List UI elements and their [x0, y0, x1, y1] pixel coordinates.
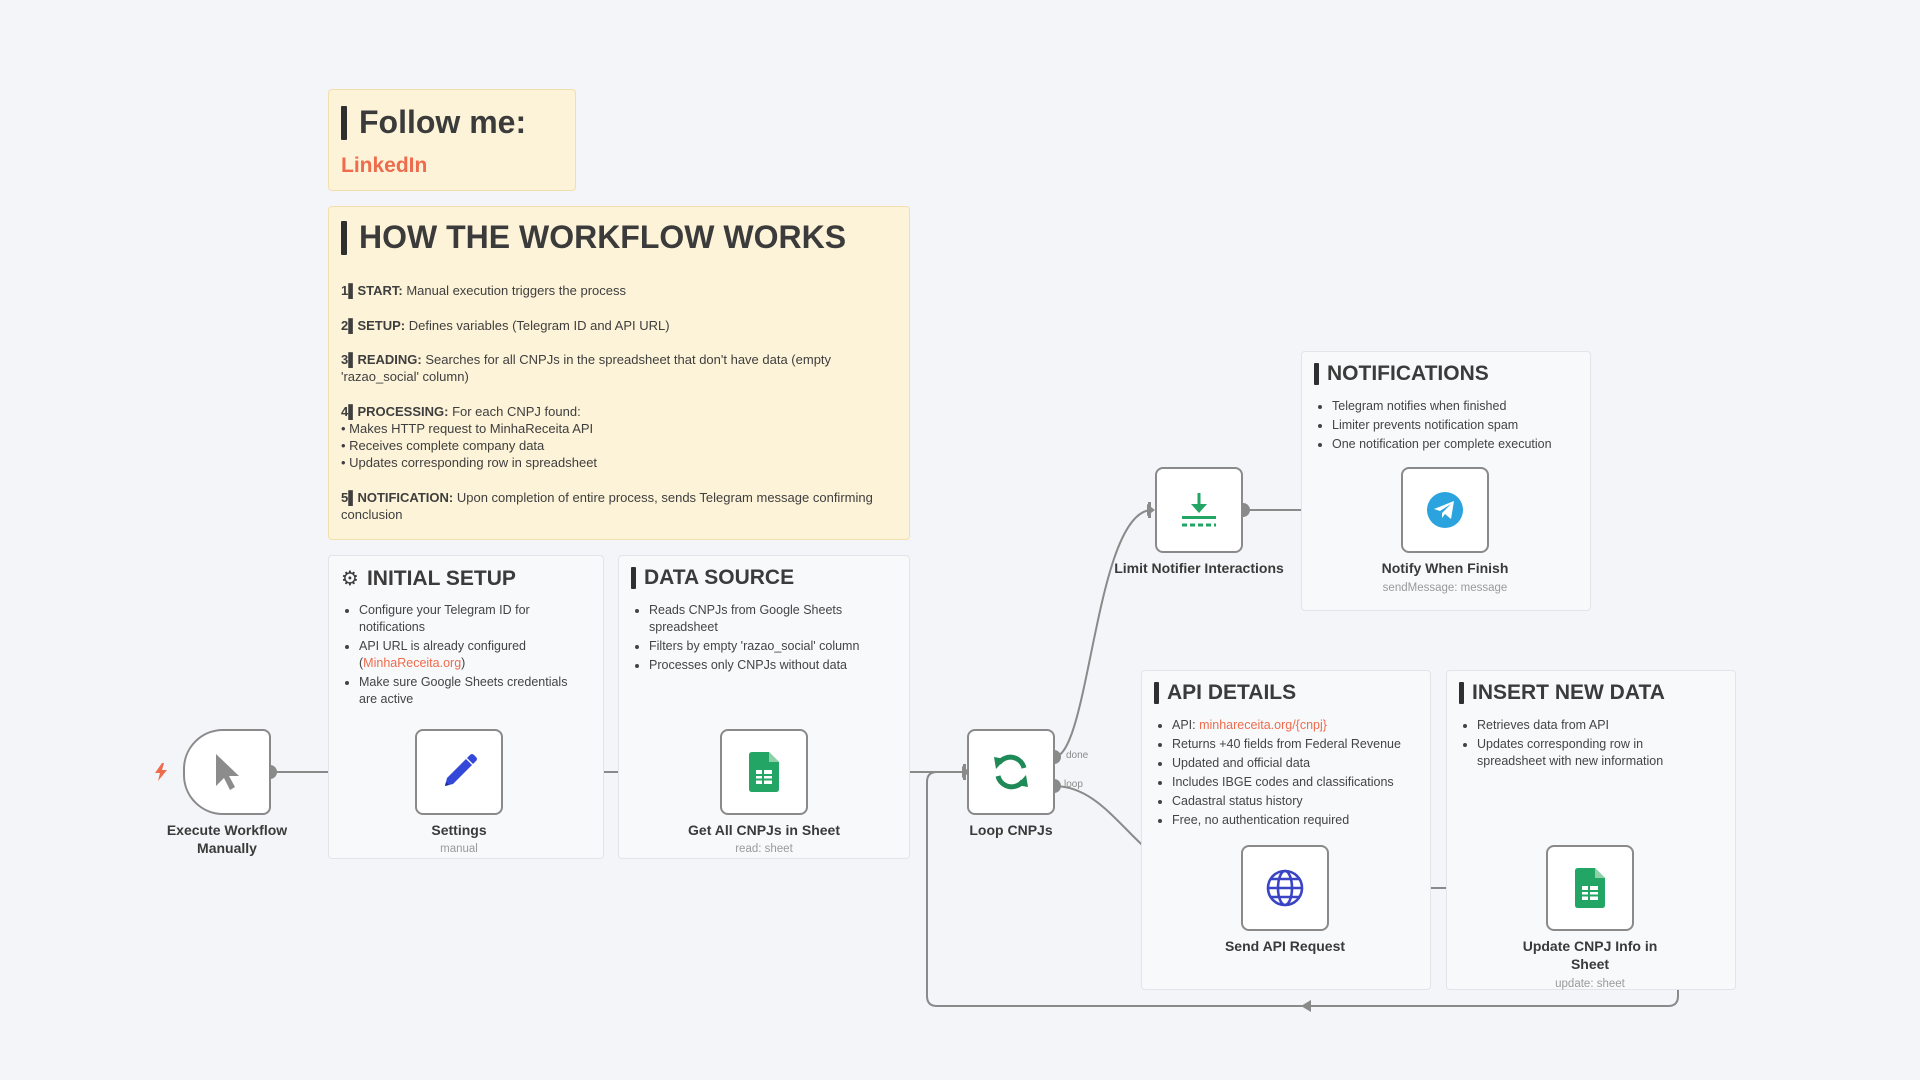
- send-api-request-label: Send API Request: [1224, 938, 1346, 954]
- step-4: 4▌PROCESSING: For each CNPJ found: • Mak…: [341, 404, 598, 470]
- refresh-icon: [994, 754, 1028, 790]
- follow-title: Follow me:: [341, 104, 526, 141]
- note-marker-icon: [631, 567, 636, 589]
- notifications-title: NOTIFICATIONS: [1314, 362, 1489, 386]
- insert-data-list: Retrieves data from API Updates correspo…: [1459, 717, 1707, 772]
- note-marker-icon: [1154, 682, 1159, 704]
- google-sheets-icon: [1575, 868, 1605, 908]
- list-item: Reads CNPJs from Google Sheets spreadshe…: [649, 602, 899, 636]
- list-item: Updates corresponding row in spreadsheet…: [1477, 736, 1707, 770]
- get-all-cnpjs-sublabel: read: sheet: [735, 843, 793, 855]
- notify-when-finish-node[interactable]: [1401, 467, 1489, 553]
- how-title: HOW THE WORKFLOW WORKS: [341, 219, 846, 256]
- list-item: Processes only CNPJs without data: [649, 657, 899, 674]
- loop-cnpjs-node[interactable]: [967, 729, 1055, 815]
- step-3: 3▌READING: Searches for all CNPJs in the…: [341, 352, 832, 384]
- gear-icon: ⚙: [341, 568, 359, 590]
- note-marker-icon: [341, 105, 347, 140]
- api-details-list: API: minhareceita.org/{cnpj} Returns +40…: [1154, 717, 1434, 831]
- list-item: Filters by empty 'razao_social' column: [649, 638, 899, 655]
- step-2: 2▌SETUP: Defines variables (Telegram ID …: [341, 318, 670, 333]
- limit-notifier-label: Limit Notifier Interactions: [1114, 560, 1284, 576]
- loop-cnpjs-label: Loop CNPJs: [969, 822, 1053, 838]
- globe-icon: [1266, 869, 1304, 907]
- note-marker-icon: [341, 220, 347, 255]
- list-item: Returns +40 fields from Federal Revenue: [1172, 736, 1434, 753]
- follow-me-note: Follow me: LinkedIn: [328, 89, 576, 191]
- download-limit-icon: [1182, 493, 1216, 527]
- loop-loop-port-label: loop: [1064, 779, 1083, 790]
- api-details-title: API DETAILS: [1154, 681, 1296, 705]
- edge-loop-limit: [1053, 509, 1153, 758]
- list-item: Telegram notifies when finished: [1332, 398, 1592, 415]
- get-all-cnpjs-label: Get All CNPJs in Sheet: [688, 822, 840, 838]
- initial-setup-note: ⚙INITIAL SETUP Configure your Telegram I…: [328, 555, 604, 859]
- get-all-cnpjs-node[interactable]: [720, 729, 808, 815]
- step-5: 5▌NOTIFICATION: Upon completion of entir…: [341, 490, 873, 522]
- step-1: 1▌START: Manual execution triggers the p…: [341, 283, 626, 298]
- note-marker-icon: [1314, 363, 1319, 385]
- execute-workflow-label: Execute Workflow Manually: [166, 822, 288, 856]
- settings-node[interactable]: [415, 729, 503, 815]
- how-workflow-works-note: HOW THE WORKFLOW WORKS 1▌START: Manual e…: [328, 206, 910, 540]
- list-item: Limiter prevents notification spam: [1332, 417, 1592, 434]
- list-item: One notification per complete execution: [1332, 436, 1592, 453]
- settings-label: Settings: [431, 822, 487, 838]
- update-cnpj-node[interactable]: [1546, 845, 1634, 931]
- send-api-request-node[interactable]: [1241, 845, 1329, 931]
- list-item: Cadastral status history: [1172, 793, 1434, 810]
- settings-sublabel: manual: [440, 843, 478, 855]
- note-marker-icon: [1459, 682, 1464, 704]
- insert-data-title: INSERT NEW DATA: [1459, 681, 1665, 705]
- api-details-note: API DETAILS API: minhareceita.org/{cnpj}…: [1141, 670, 1431, 990]
- initial-setup-title: ⚙INITIAL SETUP: [341, 566, 516, 591]
- initial-setup-list: Configure your Telegram ID for notificat…: [341, 602, 587, 710]
- google-sheets-icon: [749, 752, 779, 792]
- cursor-icon: [216, 754, 239, 790]
- update-cnpj-label: Update CNPJ Info in Sheet: [1522, 938, 1658, 972]
- list-item: API URL is already configured (MinhaRece…: [359, 638, 587, 672]
- data-source-title: DATA SOURCE: [631, 566, 794, 590]
- pencil-icon: [445, 754, 477, 786]
- trigger-bolt-icon: [155, 763, 167, 781]
- list-item: Configure your Telegram ID for notificat…: [359, 602, 587, 636]
- notify-when-finish-sublabel: sendMessage: message: [1382, 582, 1508, 594]
- list-item: API: minhareceita.org/{cnpj}: [1172, 717, 1434, 734]
- telegram-icon: [1427, 492, 1463, 528]
- minhareceita-link[interactable]: MinhaReceita.org: [363, 656, 462, 670]
- linkedin-link[interactable]: LinkedIn: [341, 154, 428, 177]
- data-source-list: Reads CNPJs from Google Sheets spreadshe…: [631, 602, 899, 676]
- list-item: Free, no authentication required: [1172, 812, 1434, 829]
- execute-workflow-node[interactable]: [183, 729, 271, 815]
- limit-notifier-node[interactable]: [1155, 467, 1243, 553]
- list-item: Make sure Google Sheets credentials are …: [359, 674, 587, 708]
- api-url-link[interactable]: minhareceita.org/{cnpj}: [1199, 718, 1327, 732]
- notify-when-finish-label: Notify When Finish: [1381, 560, 1509, 576]
- list-item: Updated and official data: [1172, 755, 1434, 772]
- loop-done-port-label: done: [1066, 750, 1089, 761]
- list-item: Includes IBGE codes and classifications: [1172, 774, 1434, 791]
- notifications-list: Telegram notifies when finished Limiter …: [1314, 398, 1592, 455]
- insert-new-data-note: INSERT NEW DATA Retrieves data from API …: [1446, 670, 1736, 990]
- list-item: Retrieves data from API: [1477, 717, 1707, 734]
- update-cnpj-sublabel: update: sheet: [1555, 978, 1625, 990]
